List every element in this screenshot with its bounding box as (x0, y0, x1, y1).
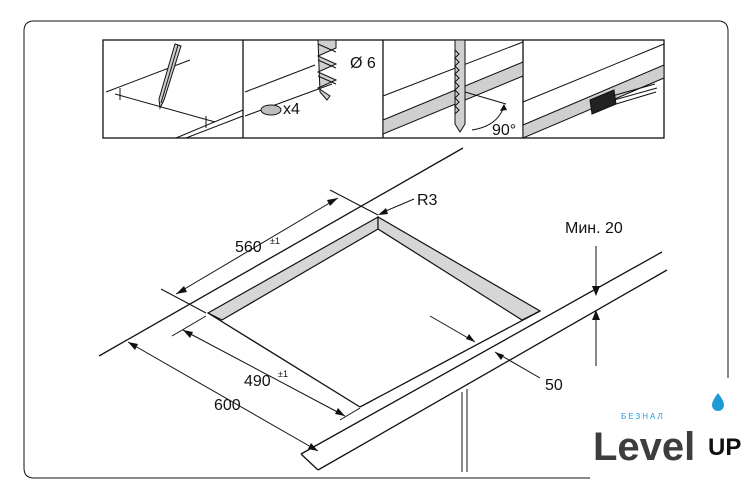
saw-blade-icon (454, 39, 466, 133)
steps-strip: Ø 6 x4 90° (102, 39, 665, 139)
cutout-edge-right (377, 215, 542, 321)
tape-brush-icon (611, 83, 658, 105)
countertop-front-top (300, 251, 663, 455)
step-2-drilling: Ø 6 x4 (244, 39, 376, 118)
outer-frame (23, 20, 729, 479)
front-depth-label: 600 (214, 397, 241, 414)
brand-logo: БЕЗНАЛ Level UP (593, 393, 741, 469)
edge-distance-label: 50 (545, 377, 563, 394)
min-thickness-label: Мин. 20 (565, 220, 623, 237)
depth-label: 490 (244, 373, 271, 390)
countertop-drawing: R3 560 ±1 490 ±1 600 50 Мин. 20 (98, 147, 668, 472)
drill-bit-icon (316, 39, 338, 101)
countertop-front-bottom (317, 269, 668, 471)
brand-small-text: БЕЗНАЛ (621, 412, 665, 421)
brand-up-text: UP (708, 434, 741, 461)
hole-count-label: x4 (283, 101, 300, 118)
step-3-sawing: 90° (382, 39, 524, 139)
radius-label: R3 (417, 192, 438, 209)
cutout-front-right (359, 310, 541, 408)
cutout-front-left (207, 312, 361, 408)
brand-drop-icon (712, 393, 724, 411)
step-1-marking (105, 43, 244, 139)
countertop-back-edge (98, 147, 464, 357)
angle-label: 90° (492, 122, 516, 139)
cutout-edge-left (206, 215, 379, 321)
brand-name: Level (593, 425, 695, 469)
width-tolerance: ±1 (270, 236, 280, 246)
width-label: 560 (235, 239, 262, 256)
depth-tolerance: ±1 (278, 369, 288, 379)
hole-icon (260, 104, 282, 116)
drill-diameter-label: Ø 6 (350, 55, 376, 72)
step-4-sealing (522, 43, 665, 139)
